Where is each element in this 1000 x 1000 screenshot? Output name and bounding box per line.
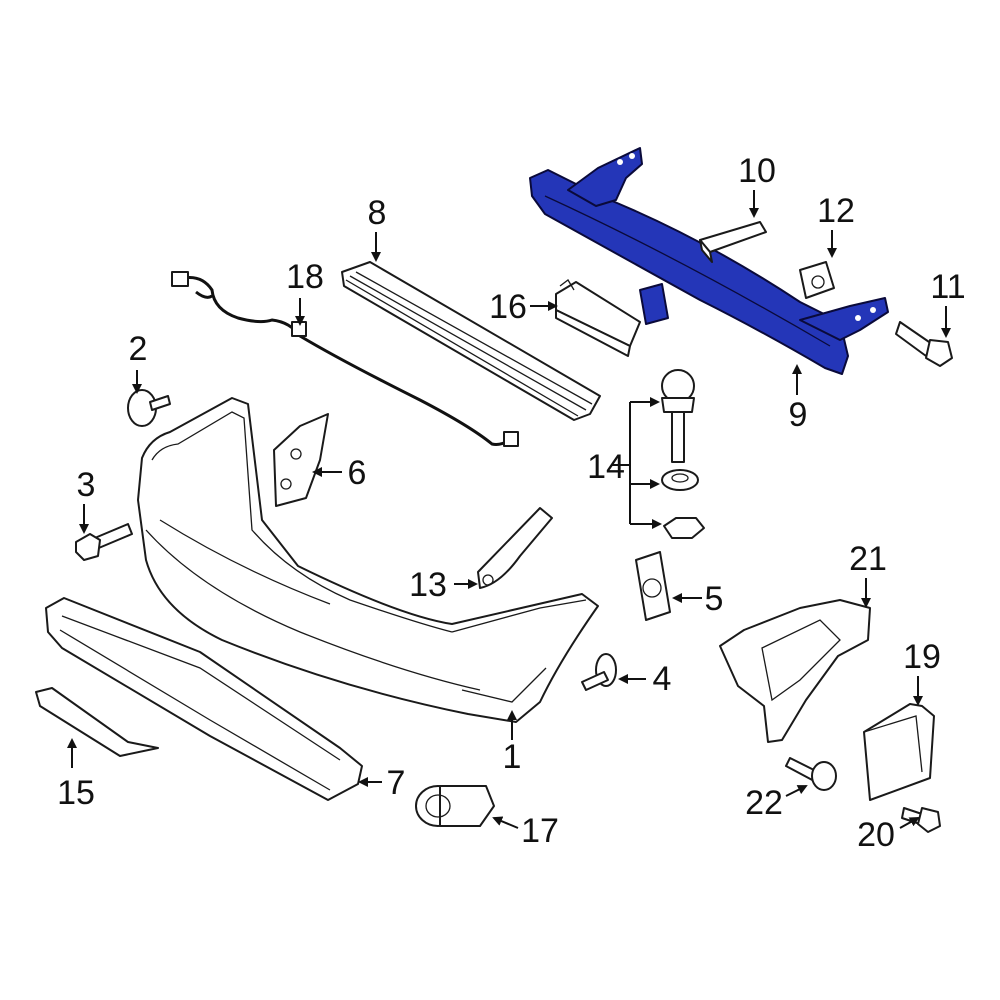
part-9-reinforcement-beam[interactable] [529, 147, 889, 375]
callout-11: 11 [930, 268, 965, 306]
callout-labels: 1 2 3 4 5 6 7 8 9 10 11 12 13 14 15 16 1… [57, 152, 966, 854]
callout-12: 12 [817, 192, 855, 230]
part-3-bolt[interactable] [75, 523, 133, 561]
callout-20: 20 [857, 816, 895, 854]
callout-21: 21 [849, 540, 887, 578]
part-18-wiring-harness[interactable] [171, 271, 519, 447]
beam-right-bracket [799, 297, 889, 341]
callout-8: 8 [368, 194, 387, 232]
part-11-bolt[interactable] [895, 321, 953, 367]
part-8-step-pad[interactable] [341, 261, 601, 421]
beam-left-bracket [567, 147, 643, 207]
part-21-bracket[interactable] [719, 599, 871, 743]
part-17-parking-sensor[interactable] [415, 785, 495, 827]
part-22-bolt[interactable] [785, 757, 837, 791]
part-13-bracket[interactable] [477, 507, 553, 589]
callout-19: 19 [903, 638, 941, 676]
beam-edge-line [544, 195, 831, 347]
part-20-bolt[interactable] [901, 807, 941, 833]
callout-10: 10 [738, 152, 776, 190]
callout-5: 5 [705, 580, 724, 618]
callout-16: 16 [489, 288, 527, 326]
callout-3: 3 [77, 466, 96, 504]
part-14-hitch-ball-set[interactable] [661, 369, 705, 539]
callout-14: 14 [587, 448, 625, 486]
callout-7: 7 [387, 764, 406, 802]
beam-body [529, 169, 849, 375]
beam-receiver [639, 283, 669, 325]
part-6-bracket[interactable] [273, 413, 329, 507]
part-16-module[interactable] [555, 279, 641, 357]
callout-1: 1 [503, 738, 522, 776]
part-7-absorber[interactable] [45, 597, 363, 801]
leader-17 [492, 816, 519, 829]
part-1-bumper-cover[interactable] [137, 397, 599, 723]
part-10-pad[interactable] [699, 221, 767, 263]
part-2-push-pin[interactable] [127, 389, 171, 427]
beam-hole [617, 159, 623, 165]
part-12-clip[interactable] [799, 261, 835, 299]
part-15-trim-strip[interactable] [35, 687, 159, 757]
callout-18: 18 [286, 258, 324, 296]
leader-20 [899, 817, 920, 829]
callout-4: 4 [653, 660, 672, 698]
leader-22 [785, 785, 808, 797]
callout-15: 15 [57, 774, 95, 812]
part-19-module[interactable] [863, 703, 935, 801]
part-5-clip[interactable] [635, 551, 671, 621]
beam-hole [870, 307, 876, 313]
callout-6: 6 [348, 454, 367, 492]
beam-hole [629, 153, 635, 159]
beam-hole [855, 315, 861, 321]
callout-2: 2 [129, 330, 148, 368]
callout-13: 13 [409, 566, 447, 604]
callout-22: 22 [745, 784, 783, 822]
callout-9: 9 [789, 396, 808, 434]
leader-lines [67, 190, 951, 829]
part-4-push-pin[interactable] [581, 653, 617, 691]
callout-17: 17 [521, 812, 559, 850]
